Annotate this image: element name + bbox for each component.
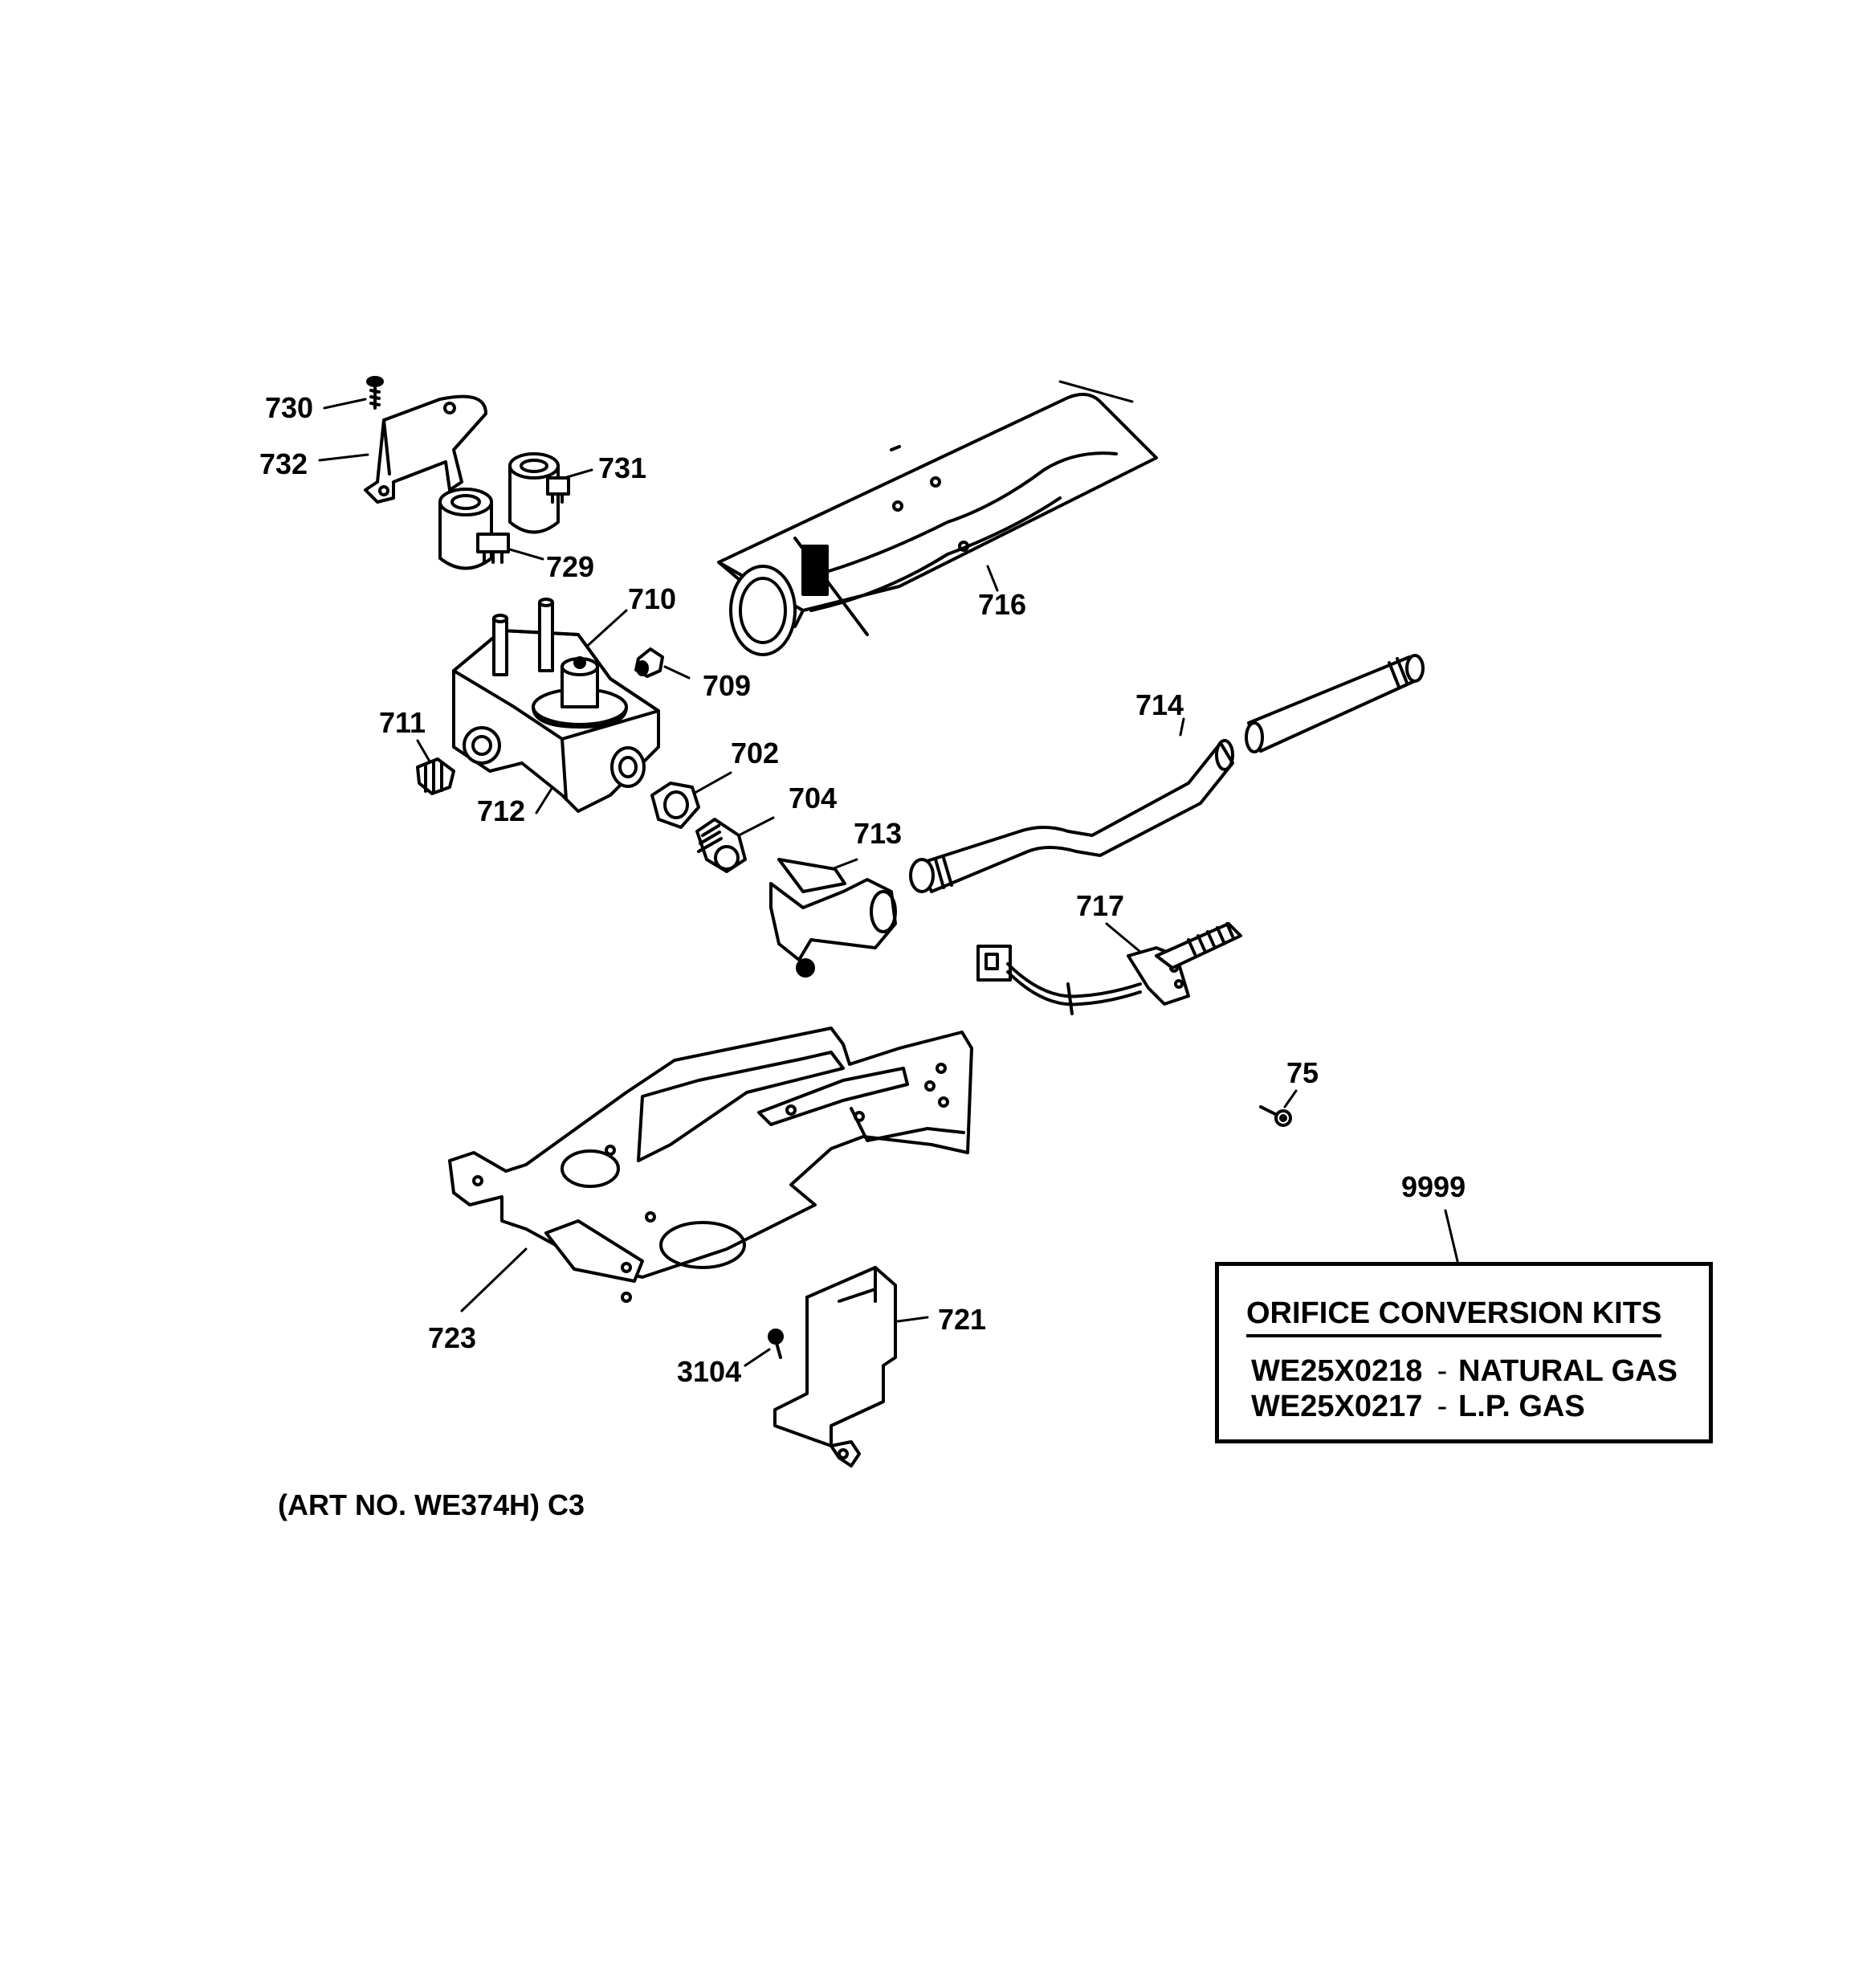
callout-730: 730 — [265, 391, 314, 424]
part-716-burner — [717, 380, 1158, 656]
callout-710: 710 — [628, 582, 677, 615]
part-714-tube — [909, 654, 1425, 893]
callout-75: 75 — [1286, 1056, 1319, 1089]
callout-731: 731 — [598, 451, 647, 484]
part-704-orifice — [695, 818, 747, 873]
kit-separator: - — [1437, 1354, 1448, 1388]
part-3104-screw — [768, 1329, 784, 1359]
callout-723: 723 — [428, 1321, 477, 1354]
callout-704: 704 — [789, 782, 838, 814]
kit-separator: - — [1437, 1390, 1448, 1423]
orifice-kit-box: ORIFICE CONVERSION KITS WE25X0218-NATURA… — [1215, 1262, 1713, 1443]
part-717-igniter — [976, 922, 1242, 1015]
callout-716: 716 — [978, 588, 1027, 621]
part-730-screw — [366, 376, 384, 410]
callout-729: 729 — [546, 550, 595, 583]
callout-3104: 3104 — [677, 1355, 742, 1388]
part-75-screw — [1259, 1105, 1292, 1127]
part-729-coil — [438, 488, 510, 570]
callout-717: 717 — [1076, 889, 1125, 922]
kit-description: NATURAL GAS — [1458, 1354, 1678, 1388]
callout-711: 711 — [379, 706, 426, 739]
part-721-shield — [773, 1266, 897, 1468]
kit-box-title: ORIFICE CONVERSION KITS — [1246, 1296, 1662, 1337]
kit-row: WE25X0218-NATURAL GAS — [1251, 1354, 1678, 1389]
callout-721: 721 — [938, 1303, 987, 1336]
leader-lines — [318, 398, 1459, 1367]
callout-713: 713 — [854, 817, 903, 850]
callout-732: 732 — [259, 447, 308, 480]
kit-row: WE25X0217-L.P. GAS — [1251, 1390, 1585, 1424]
part-732-bracket — [364, 394, 487, 504]
part-723-base-bracket — [448, 1027, 973, 1303]
kit-part-number: WE25X0217 — [1251, 1390, 1423, 1423]
part-711-fitting — [416, 757, 455, 795]
callout-9999: 9999 — [1401, 1170, 1466, 1203]
art-number-caption: (ART NO. WE374H) C3 — [278, 1488, 585, 1521]
part-710-regulator — [532, 656, 628, 729]
kit-description: L.P. GAS — [1458, 1390, 1585, 1423]
callout-712: 712 — [477, 794, 526, 827]
part-702-nut — [650, 782, 700, 829]
callout-702: 702 — [731, 737, 780, 769]
kit-part-number: WE25X0218 — [1251, 1354, 1423, 1388]
callout-709: 709 — [703, 669, 752, 702]
part-713-elbow — [769, 858, 897, 978]
part-709-fitting — [634, 647, 664, 678]
part-731-coil — [508, 452, 570, 534]
callout-714: 714 — [1135, 688, 1184, 721]
